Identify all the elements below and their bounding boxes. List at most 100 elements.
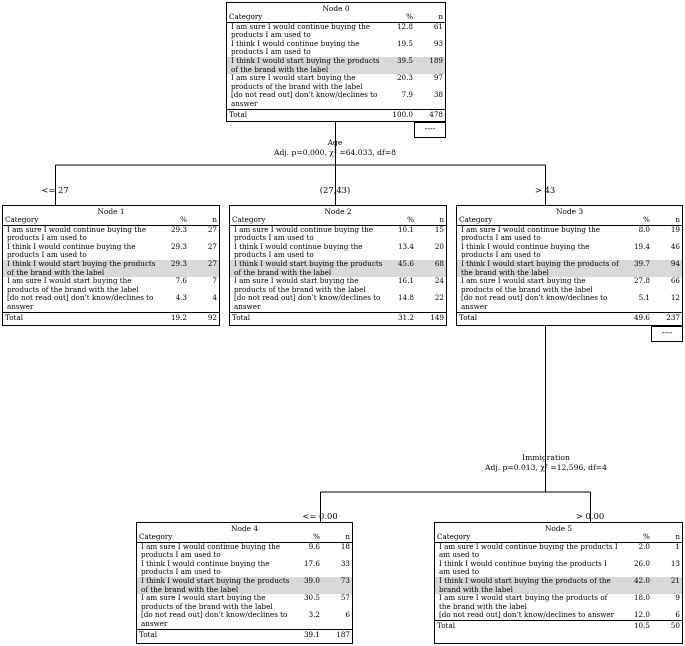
table-row: [do not read out] don’t know/declines to…	[3, 294, 219, 313]
node-title: Node 1	[97, 207, 125, 216]
table-row: I think I would continue buying the prod…	[230, 241, 446, 260]
percent-value: 14.8	[386, 294, 416, 313]
collapse-marker: ----	[414, 122, 446, 138]
table-row: I am sure I would continue buying the pr…	[3, 225, 219, 243]
count-value: 15	[434, 224, 444, 234]
count-value: 4	[189, 294, 219, 313]
col-header-category: Category	[230, 215, 386, 226]
total-row: Total 39.1 187	[137, 629, 352, 639]
node-title: Node 4	[230, 524, 259, 533]
total-count: 187	[336, 629, 350, 639]
split-variable: Age	[327, 138, 343, 147]
percent-value: 7.9	[385, 91, 415, 110]
count-value: 13	[670, 558, 680, 568]
count-value: 66	[670, 276, 680, 286]
total-label: Total	[232, 312, 251, 322]
table-row: I am sure I would start buying the produ…	[227, 73, 445, 91]
count-value: 6	[322, 611, 352, 630]
category-label: I think I would continue buying the prod…	[231, 38, 360, 57]
percent-value: 3.2	[292, 611, 322, 630]
col-header-percent: %	[159, 215, 189, 226]
category-label: I am sure I would continue buying the pr…	[141, 541, 281, 560]
category-label: I think I would start buying the product…	[3, 259, 159, 278]
table-row: I am sure I would start buying the produ…	[230, 276, 446, 294]
percent-value: 7.6	[175, 276, 187, 286]
count-value: 33	[340, 558, 350, 568]
count-value: 46	[670, 241, 680, 251]
col-header-n: n	[652, 215, 682, 226]
category-label: I think I would continue buying the prod…	[461, 241, 590, 260]
table-row: I am sure I would continue buying the pr…	[435, 542, 682, 560]
table-row: I am sure I would start buying the produ…	[3, 276, 219, 294]
table-row: I am sure I would start buying the produ…	[457, 276, 682, 294]
count-value: 38	[415, 91, 445, 110]
category-label: I am sure I would start buying the produ…	[141, 593, 273, 611]
total-count: 149	[430, 312, 444, 322]
percent-value: 16.1	[397, 276, 414, 286]
percent-value: 19.4	[633, 241, 650, 251]
col-header-n: n	[189, 215, 219, 226]
table-header-row: Category%n	[230, 215, 446, 226]
col-header-category: Category	[435, 532, 622, 543]
category-label: [do not read out] don’t know/declines to…	[227, 91, 385, 110]
col-header-category: Category	[227, 12, 385, 23]
category-label: I think I would start buying the product…	[137, 576, 292, 595]
percent-value: 29.3	[170, 224, 187, 234]
count-value: 6	[652, 610, 682, 621]
category-label: [do not read out] don’t know/declines to…	[137, 611, 292, 630]
node-title: Node 2	[324, 207, 352, 216]
col-header-percent: %	[622, 215, 652, 226]
table-header-row: Category%n	[3, 215, 219, 226]
col-header-category: Category	[457, 215, 622, 226]
col-header-category: Category	[137, 532, 292, 543]
node-title: Node 0	[322, 4, 350, 13]
count-value: 57	[340, 593, 350, 603]
split-variable: Immigration	[522, 453, 570, 462]
count-value: 189	[415, 56, 445, 75]
category-label: I am sure I would start buying the produ…	[231, 73, 363, 91]
percent-value: 5.1	[622, 294, 652, 313]
count-value: 94	[652, 259, 682, 278]
table-row: I think I would continue buying the prod…	[137, 558, 352, 577]
total-label: Total	[139, 629, 158, 639]
col-header-n: n	[415, 12, 445, 23]
total-label: Total	[459, 312, 478, 322]
percent-value: 30.5	[303, 593, 320, 603]
count-value: 21	[652, 576, 682, 595]
branch-label: <= 0.00	[302, 511, 338, 521]
total-percent: 39.1	[303, 629, 320, 639]
table-row: I think I would start buying the product…	[227, 56, 445, 75]
total-count: 478	[429, 109, 443, 119]
split-statistics: Adj. p=0.013, χ² =12.596, df=4	[484, 462, 607, 472]
total-count: 92	[207, 312, 217, 322]
total-label: Total	[229, 109, 248, 119]
category-label: [do not read out] don’t know/declines to…	[435, 610, 622, 621]
table-row: I think I would start buying the product…	[137, 576, 352, 595]
table-row: I am sure I would start buying the produ…	[137, 593, 352, 611]
category-label: [do not read out] don’t know/declines to…	[3, 294, 159, 313]
table-row: I think I would start buying the product…	[3, 259, 219, 278]
category-label: I am sure I would continue buying the pr…	[7, 224, 147, 243]
table-row: I think I would start buying the product…	[435, 576, 682, 595]
percent-value: 39.7	[622, 259, 652, 278]
count-value: 19	[670, 224, 680, 234]
percent-value: 26.0	[633, 558, 650, 568]
percent-value: 13.4	[397, 241, 414, 251]
total-count: 50	[670, 620, 680, 630]
category-label: I think I would continue buying the prod…	[141, 558, 270, 577]
col-header-percent: %	[386, 215, 416, 226]
table-row: I think I would continue buying the prod…	[435, 558, 682, 577]
count-value: 97	[433, 73, 443, 83]
total-percent: 49.6	[633, 312, 650, 322]
percent-value: 12.8	[396, 21, 413, 31]
branch-label: <= 27	[41, 185, 69, 195]
category-label: I am sure I would start buying the produ…	[439, 593, 608, 611]
